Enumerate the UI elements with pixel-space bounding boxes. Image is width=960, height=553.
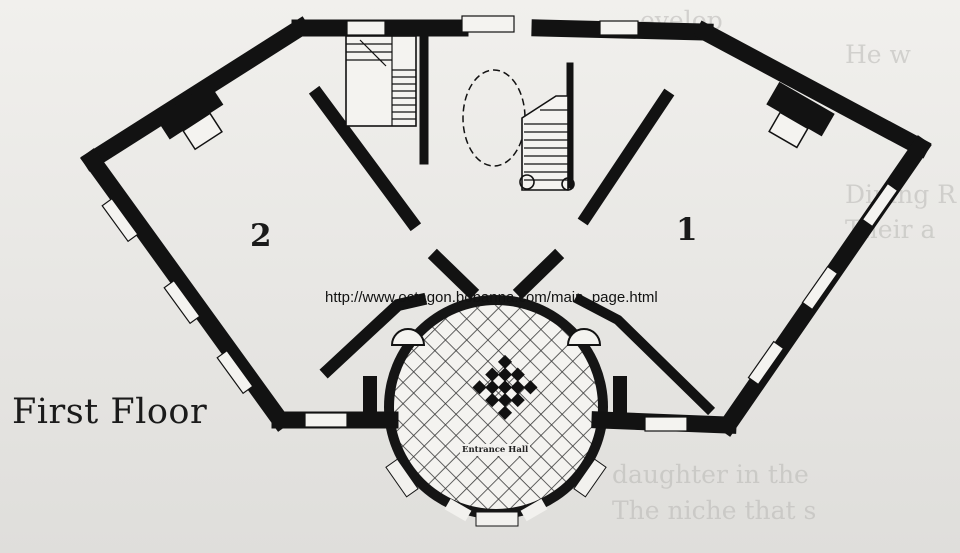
bleed-text-2: He w: [845, 40, 911, 69]
main-staircase: [462, 69, 575, 191]
floor-title: First Floor: [12, 392, 208, 432]
room-number-1: 1: [676, 212, 698, 248]
exterior-windows: [101, 15, 899, 432]
service-staircase: [345, 35, 417, 127]
interior-walls: [308, 25, 716, 425]
fireplaces: [155, 81, 835, 151]
entrance-hall-rotunda: [384, 295, 608, 527]
bleed-text-6: The niche that s: [612, 496, 817, 525]
wall-niches: [390, 328, 602, 346]
watermark-url: http://www.octagon.bobanna.com/main_page…: [325, 289, 658, 306]
entrance-hall-label: Entrance Hall: [460, 444, 531, 456]
room-number-2: 2: [250, 218, 272, 254]
bleed-text-5: daughter in the: [612, 460, 809, 489]
